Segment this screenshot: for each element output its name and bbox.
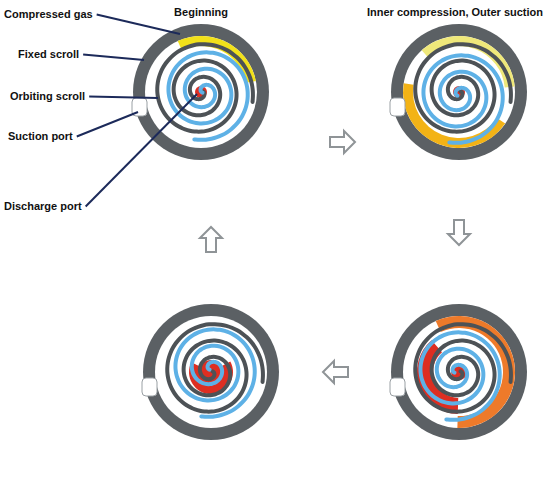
part-label: Fixed scroll [18, 48, 79, 61]
scroll-chamber [403, 36, 515, 148]
panel-title: Inner compression, Outer suction [367, 6, 543, 19]
part-label: Compressed gas [4, 8, 93, 21]
panel-title: Beginning [174, 6, 228, 19]
leader-line [77, 112, 138, 137]
orbiting-scroll-wrap [168, 52, 247, 139]
suction-port [390, 378, 405, 396]
part-label: Orbiting scroll [10, 90, 85, 103]
suction-port [142, 378, 157, 396]
compressor-panel [142, 304, 279, 440]
housing-ring [133, 24, 269, 160]
suction-port [390, 98, 405, 116]
step-arrow [323, 361, 348, 383]
scroll-chamber [155, 316, 267, 428]
leader-line [83, 55, 144, 61]
part-label: Suction port [8, 130, 73, 143]
leader-line [86, 94, 197, 207]
leader-line [89, 97, 158, 99]
compressor-panel [390, 24, 527, 160]
leader-line [97, 15, 180, 35]
step-arrow [330, 131, 355, 153]
part-label: Discharge port [4, 200, 82, 213]
orbiting-scroll-wrap [420, 332, 499, 419]
step-arrow [448, 220, 470, 245]
housing-ring [143, 304, 279, 440]
compressor-panel [390, 304, 527, 440]
step-arrow [200, 227, 222, 252]
housing-ring [391, 24, 527, 160]
scroll-chamber [145, 36, 257, 148]
orbiting-scroll-wrap [175, 329, 254, 416]
housing-ring [391, 304, 527, 440]
orbiting-scroll-wrap [423, 55, 502, 142]
scroll-chamber [403, 316, 515, 428]
